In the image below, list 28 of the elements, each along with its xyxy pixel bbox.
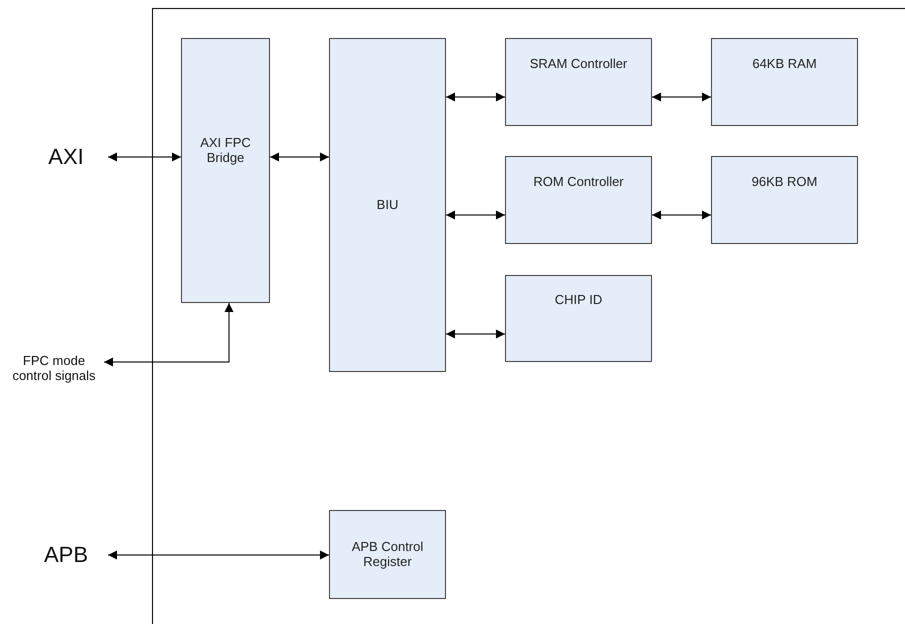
block-label: AXI FPC Bridge [199, 136, 252, 166]
block-label: BIU [376, 198, 398, 212]
block-label: CHIP ID [554, 293, 602, 308]
block-label: ROM Controller [533, 174, 624, 190]
module-box [711, 156, 858, 244]
block-label: 96KB ROM [752, 174, 818, 190]
arrow [104, 302, 234, 366]
arrow [446, 92, 506, 102]
module-box [505, 38, 652, 126]
arrow [652, 210, 712, 220]
signal-label: FPC mode control signals [11, 354, 97, 384]
block-label: 64KB RAM [752, 56, 817, 72]
block-label: APB Control Register [350, 540, 424, 570]
module-box [505, 275, 652, 362]
signal-label: AXI [48, 144, 84, 170]
arrow [446, 210, 506, 220]
module-box [505, 156, 652, 244]
arrow [108, 550, 330, 560]
signal-label: APB [44, 542, 88, 568]
module-box [711, 38, 858, 126]
arrow [108, 152, 182, 162]
module-box [181, 38, 270, 303]
arrow [652, 92, 712, 102]
arrow [270, 152, 330, 162]
arrow [446, 330, 506, 338]
module-box [329, 510, 446, 599]
module-box [329, 38, 446, 372]
block-label: SRAM Controller [530, 56, 628, 72]
